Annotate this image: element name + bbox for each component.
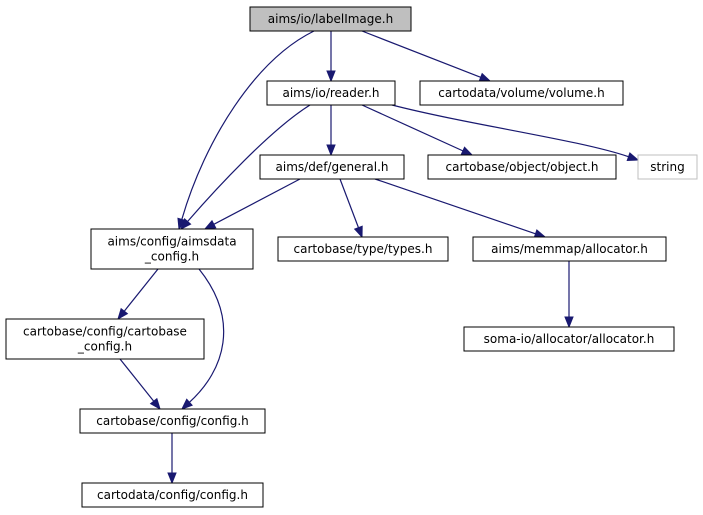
node-cartobase_config[interactable]: cartobase/config/cartobase_config.h [5,318,205,360]
node-box [79,408,266,434]
edge-reader-to-object [361,104,474,156]
edge-line [391,104,629,158]
edge-general-to-types [339,178,363,239]
node-box [5,318,205,360]
arrowhead-icon [203,219,217,230]
edges [117,30,640,485]
node-label: aims/io/reader.h [282,86,379,100]
node-label: aims/io/labelImage.h [268,12,393,26]
node-config[interactable]: cartobase/config/config.h [79,408,266,434]
arrowhead-icon [460,146,474,156]
node-cartodata_config[interactable]: cartodata/config/config.h [81,482,264,508]
node-box [637,154,698,180]
node-aimsdata_config[interactable]: aims/config/aimsdata_config.h [90,228,254,270]
node-allocator_memmap[interactable]: aims/memmap/allocator.h [472,236,667,262]
arrowhead-icon [326,70,336,83]
edge-line [361,30,481,78]
arrowhead-icon [181,398,193,410]
edge-allocator_memmap-to-allocator_soma [564,261,574,329]
node-labelimage[interactable]: aims/io/labelImage.h [249,6,412,32]
node-box [427,154,617,180]
node-types[interactable]: cartobase/type/types.h [277,236,449,262]
node-reader[interactable]: aims/io/reader.h [266,80,396,106]
arrowhead-icon [180,217,192,231]
node-label: cartobase/object/object.h [446,160,599,174]
edge-general-to-allocator_memmap [374,178,547,239]
edge-reader-to-general [326,105,336,157]
arrowhead-icon [626,152,640,162]
node-label: cartobase/config/config.h [96,414,248,428]
edge-general-to-aimsdata_config [203,178,301,230]
node-general[interactable]: aims/def/general.h [259,154,405,180]
edge-labelimage-to-reader [326,31,336,83]
edge-line [189,268,225,403]
node-label: _config.h [77,340,132,354]
node-box [259,154,405,180]
node-box [277,236,449,262]
node-label: cartodata/volume/volume.h [438,86,604,100]
node-box [463,326,675,352]
node-box [249,6,412,32]
node-box [90,228,254,270]
node-label: _config.h [144,250,199,264]
node-label: cartobase/config/cartobase [23,325,187,339]
edge-labelimage-to-volume [361,30,492,82]
arrowhead-icon [478,72,492,82]
node-volume[interactable]: cartodata/volume/volume.h [419,80,624,106]
edge-cartobase_config-to-config [119,358,161,411]
node-object[interactable]: cartobase/object/object.h [427,154,617,180]
node-label: aims/config/aimsdata [107,235,236,249]
node-label: aims/memmap/allocator.h [491,242,648,256]
node-string[interactable]: string [637,154,698,180]
edge-aimsdata_config-to-cartobase_config [117,268,159,321]
edge-line [374,178,536,235]
node-label: aims/def/general.h [276,160,389,174]
node-label: cartodata/config/config.h [97,488,248,502]
edge-config-to-cartodata_config [167,433,177,485]
node-label: soma-io/allocator/allocator.h [484,332,655,346]
node-box [472,236,667,262]
edge-line [213,178,301,225]
node-allocator_soma[interactable]: soma-io/allocator/allocator.h [463,326,675,352]
arrowhead-icon [167,472,177,485]
edge-line [181,30,315,220]
edge-line [119,358,155,402]
edge-aimsdata_config-to-config [181,268,225,410]
edge-line [339,178,360,228]
edge-line [123,268,159,312]
nodes: aims/io/labelImage.h aims/io/reader.h cart… [5,6,698,508]
arrowhead-icon [117,307,129,321]
edge-line [361,104,464,152]
edge-labelimage-to-aimsdata_config [177,30,315,231]
edge-reader-to-aimsdata_config [180,104,311,231]
node-box [81,482,264,508]
node-label: string [650,160,684,174]
arrowhead-icon [326,144,336,157]
node-label: cartobase/type/types.h [294,242,433,256]
edge-line [187,104,311,222]
arrowhead-icon [149,397,161,411]
arrowhead-icon [564,316,574,329]
node-box [419,80,624,106]
arrowhead-icon [353,225,363,239]
node-box [266,80,396,106]
edge-reader-to-string [391,104,640,162]
arrowhead-icon [533,229,547,239]
